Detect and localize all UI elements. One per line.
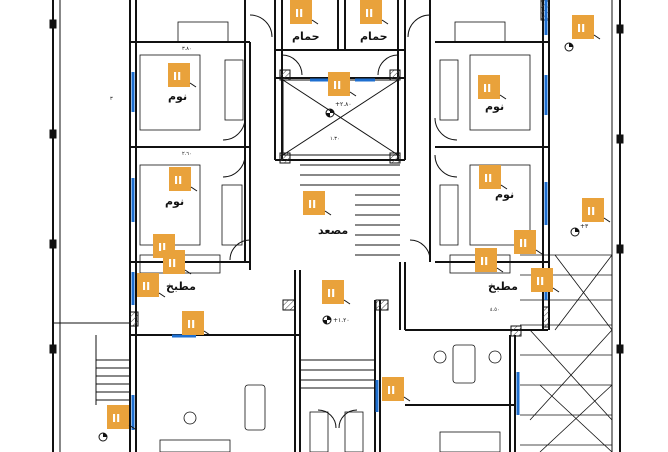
- window-tag: II: [328, 72, 357, 97]
- window-tag: II: [182, 311, 211, 336]
- room-label-kitchen-right: مطبخ: [488, 280, 518, 293]
- dim-text-2: ٢.٦٠: [182, 151, 192, 157]
- room-labels: حمام حمام نوم نوم نوم نوم مطبخ مطبخ مصعد: [165, 30, 518, 293]
- svg-text:II: II: [484, 172, 492, 185]
- level-text-b: +١.٢٠: [333, 317, 350, 324]
- room-label-bedroom-3: نوم: [485, 100, 504, 113]
- window-tag: II: [572, 15, 601, 40]
- svg-text:II: II: [158, 241, 166, 254]
- svg-text:II: II: [387, 384, 395, 397]
- dim-text-3: ١.٣٠: [330, 136, 340, 142]
- dim-text-5: ٣: [110, 96, 113, 102]
- window-tag: II: [169, 167, 198, 192]
- boundary-lines: [49, 0, 624, 452]
- room-label-bedroom-1: نوم: [168, 90, 187, 103]
- svg-text:II: II: [519, 237, 527, 250]
- svg-text:II: II: [577, 22, 585, 35]
- elevator-shaft: [282, 79, 399, 156]
- room-label-bedroom-4: نوم: [495, 188, 514, 201]
- svg-text:II: II: [308, 198, 316, 211]
- dimension-texts: ٣.٨٠ ٢.٦٠ ١.٣٠ ٤.٥٠ ٣: [110, 46, 500, 313]
- svg-text:II: II: [187, 318, 195, 331]
- window-tag: II: [478, 75, 507, 100]
- svg-text:II: II: [295, 7, 303, 20]
- window-tag: II: [168, 63, 197, 88]
- window-tag: II: [514, 230, 543, 255]
- window-tag: II: [360, 0, 389, 25]
- window-tag: II: [137, 273, 166, 298]
- level-markers: [98, 42, 580, 442]
- dim-text-4: ٤.٥٠: [490, 307, 500, 313]
- svg-text:II: II: [142, 280, 150, 293]
- window-tag: II: [475, 248, 504, 273]
- level-text-a: +٢.٨٠: [335, 101, 352, 108]
- ramp-hatch: [520, 254, 613, 452]
- svg-text:II: II: [168, 257, 176, 270]
- svg-text:II: II: [365, 7, 373, 20]
- window-tag: II: [107, 405, 136, 430]
- room-label-bath-left: حمام: [292, 30, 320, 43]
- svg-text:II: II: [333, 79, 341, 92]
- svg-text:II: II: [173, 70, 181, 83]
- window-tag: II: [303, 191, 332, 216]
- svg-text:II: II: [587, 205, 595, 218]
- room-label-bath-right: حمام: [360, 30, 388, 43]
- window-tag: II: [290, 0, 319, 25]
- svg-text:II: II: [327, 287, 335, 300]
- window-tag: II: [582, 198, 611, 223]
- room-label-elevator: مصعد: [318, 224, 348, 237]
- svg-text:II: II: [112, 412, 120, 425]
- window-tag: II: [322, 280, 351, 305]
- window-tag: II: [531, 268, 560, 293]
- window-tag: II: [479, 165, 508, 190]
- room-label-bedroom-2: نوم: [165, 195, 184, 208]
- svg-text:II: II: [483, 82, 491, 95]
- window-tag: II: [382, 377, 411, 402]
- svg-text:II: II: [174, 174, 182, 187]
- dim-text-1: ٣.٨٠: [182, 46, 192, 52]
- svg-text:II: II: [536, 275, 544, 288]
- level-texts: +٢.٨٠ +١.٢٠ +٣: [333, 101, 589, 324]
- window-tag: II: [163, 250, 192, 275]
- svg-text:II: II: [480, 255, 488, 268]
- door-swings: [222, 14, 458, 429]
- stair-treads: [95, 164, 400, 405]
- level-text-c: +٣: [580, 223, 589, 230]
- room-label-kitchen-left: مطبخ: [166, 280, 196, 293]
- windows: [131, 0, 548, 430]
